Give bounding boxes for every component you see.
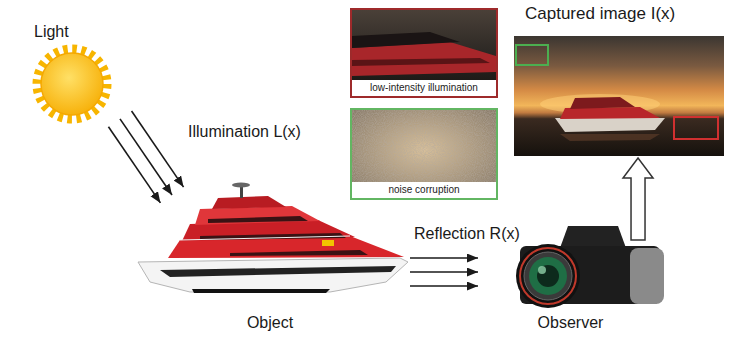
- edge-label-holder: Illumination L(x): [186, 122, 303, 141]
- hull-keel: [192, 289, 330, 293]
- photo-hull: [555, 118, 665, 132]
- region-marker: [674, 117, 718, 139]
- node-label: Object: [247, 313, 293, 332]
- ray-arrows: [108, 111, 183, 203]
- ray-arrows: [410, 258, 478, 286]
- observer-figure: Observer: [478, 240, 663, 334]
- captured-image: Captured image I(x): [513, 4, 725, 158]
- block-arrow-shape: [623, 158, 653, 240]
- edge-label: Illumination L(x): [186, 122, 303, 141]
- ray-line: [410, 257, 478, 259]
- yacht-window: [208, 216, 308, 223]
- lens-glass: [529, 257, 567, 295]
- light-source: Light: [28, 22, 120, 124]
- photo-deck: [570, 97, 635, 109]
- yacht-detail: [322, 240, 334, 246]
- yacht-hull: [138, 258, 408, 292]
- inset-panel: noise corruption: [350, 108, 498, 200]
- crop-window: [352, 58, 490, 66]
- crop-boat: [352, 32, 460, 48]
- lens-glint: [538, 266, 546, 274]
- yacht-window: [230, 250, 368, 256]
- lens-core: [537, 265, 559, 287]
- yacht-deck: [212, 196, 286, 209]
- photo-reflection: [560, 134, 660, 141]
- sun-icon: [38, 50, 106, 118]
- crop-boat: [352, 42, 496, 76]
- inset-panel: low-intensity illumination: [350, 8, 498, 98]
- block-arrow: [623, 158, 653, 240]
- edge-label: Reflection R(x): [412, 224, 522, 243]
- noise-crop: [352, 110, 496, 198]
- camera-lens: [516, 244, 580, 308]
- object-figure: Object: [130, 195, 410, 334]
- ray-line: [132, 111, 184, 187]
- region-marker: [516, 45, 548, 65]
- node-label: Observer: [538, 313, 604, 332]
- lens-ring: [520, 248, 576, 304]
- yacht-radar: [232, 183, 250, 188]
- camera-prism: [560, 226, 626, 248]
- edge-label-holder: Reflection R(x): [412, 224, 522, 243]
- crop-noise: [352, 110, 496, 198]
- lens-barrel: [524, 252, 572, 300]
- low-light-crop: [352, 10, 496, 96]
- sun-disc: [41, 53, 103, 115]
- sun-rays: [38, 50, 106, 118]
- ray-line: [108, 127, 160, 203]
- yacht-rail: [180, 236, 350, 240]
- inset-caption: noise corruption: [352, 182, 496, 198]
- camera-grip: [630, 248, 664, 304]
- yacht-deck: [168, 236, 404, 258]
- ray-line: [410, 285, 478, 287]
- crop-ground: [352, 110, 496, 198]
- captured-photo: [514, 36, 724, 156]
- crop-ground: [352, 10, 496, 96]
- inset-caption: low-intensity illumination: [352, 80, 496, 96]
- node-label: Captured image I(x): [525, 4, 675, 24]
- node-label: Light: [34, 22, 69, 41]
- photo-sky: [514, 36, 724, 156]
- ray-line: [120, 119, 172, 195]
- hull-stripe: [160, 266, 396, 277]
- ray-line: [410, 271, 478, 273]
